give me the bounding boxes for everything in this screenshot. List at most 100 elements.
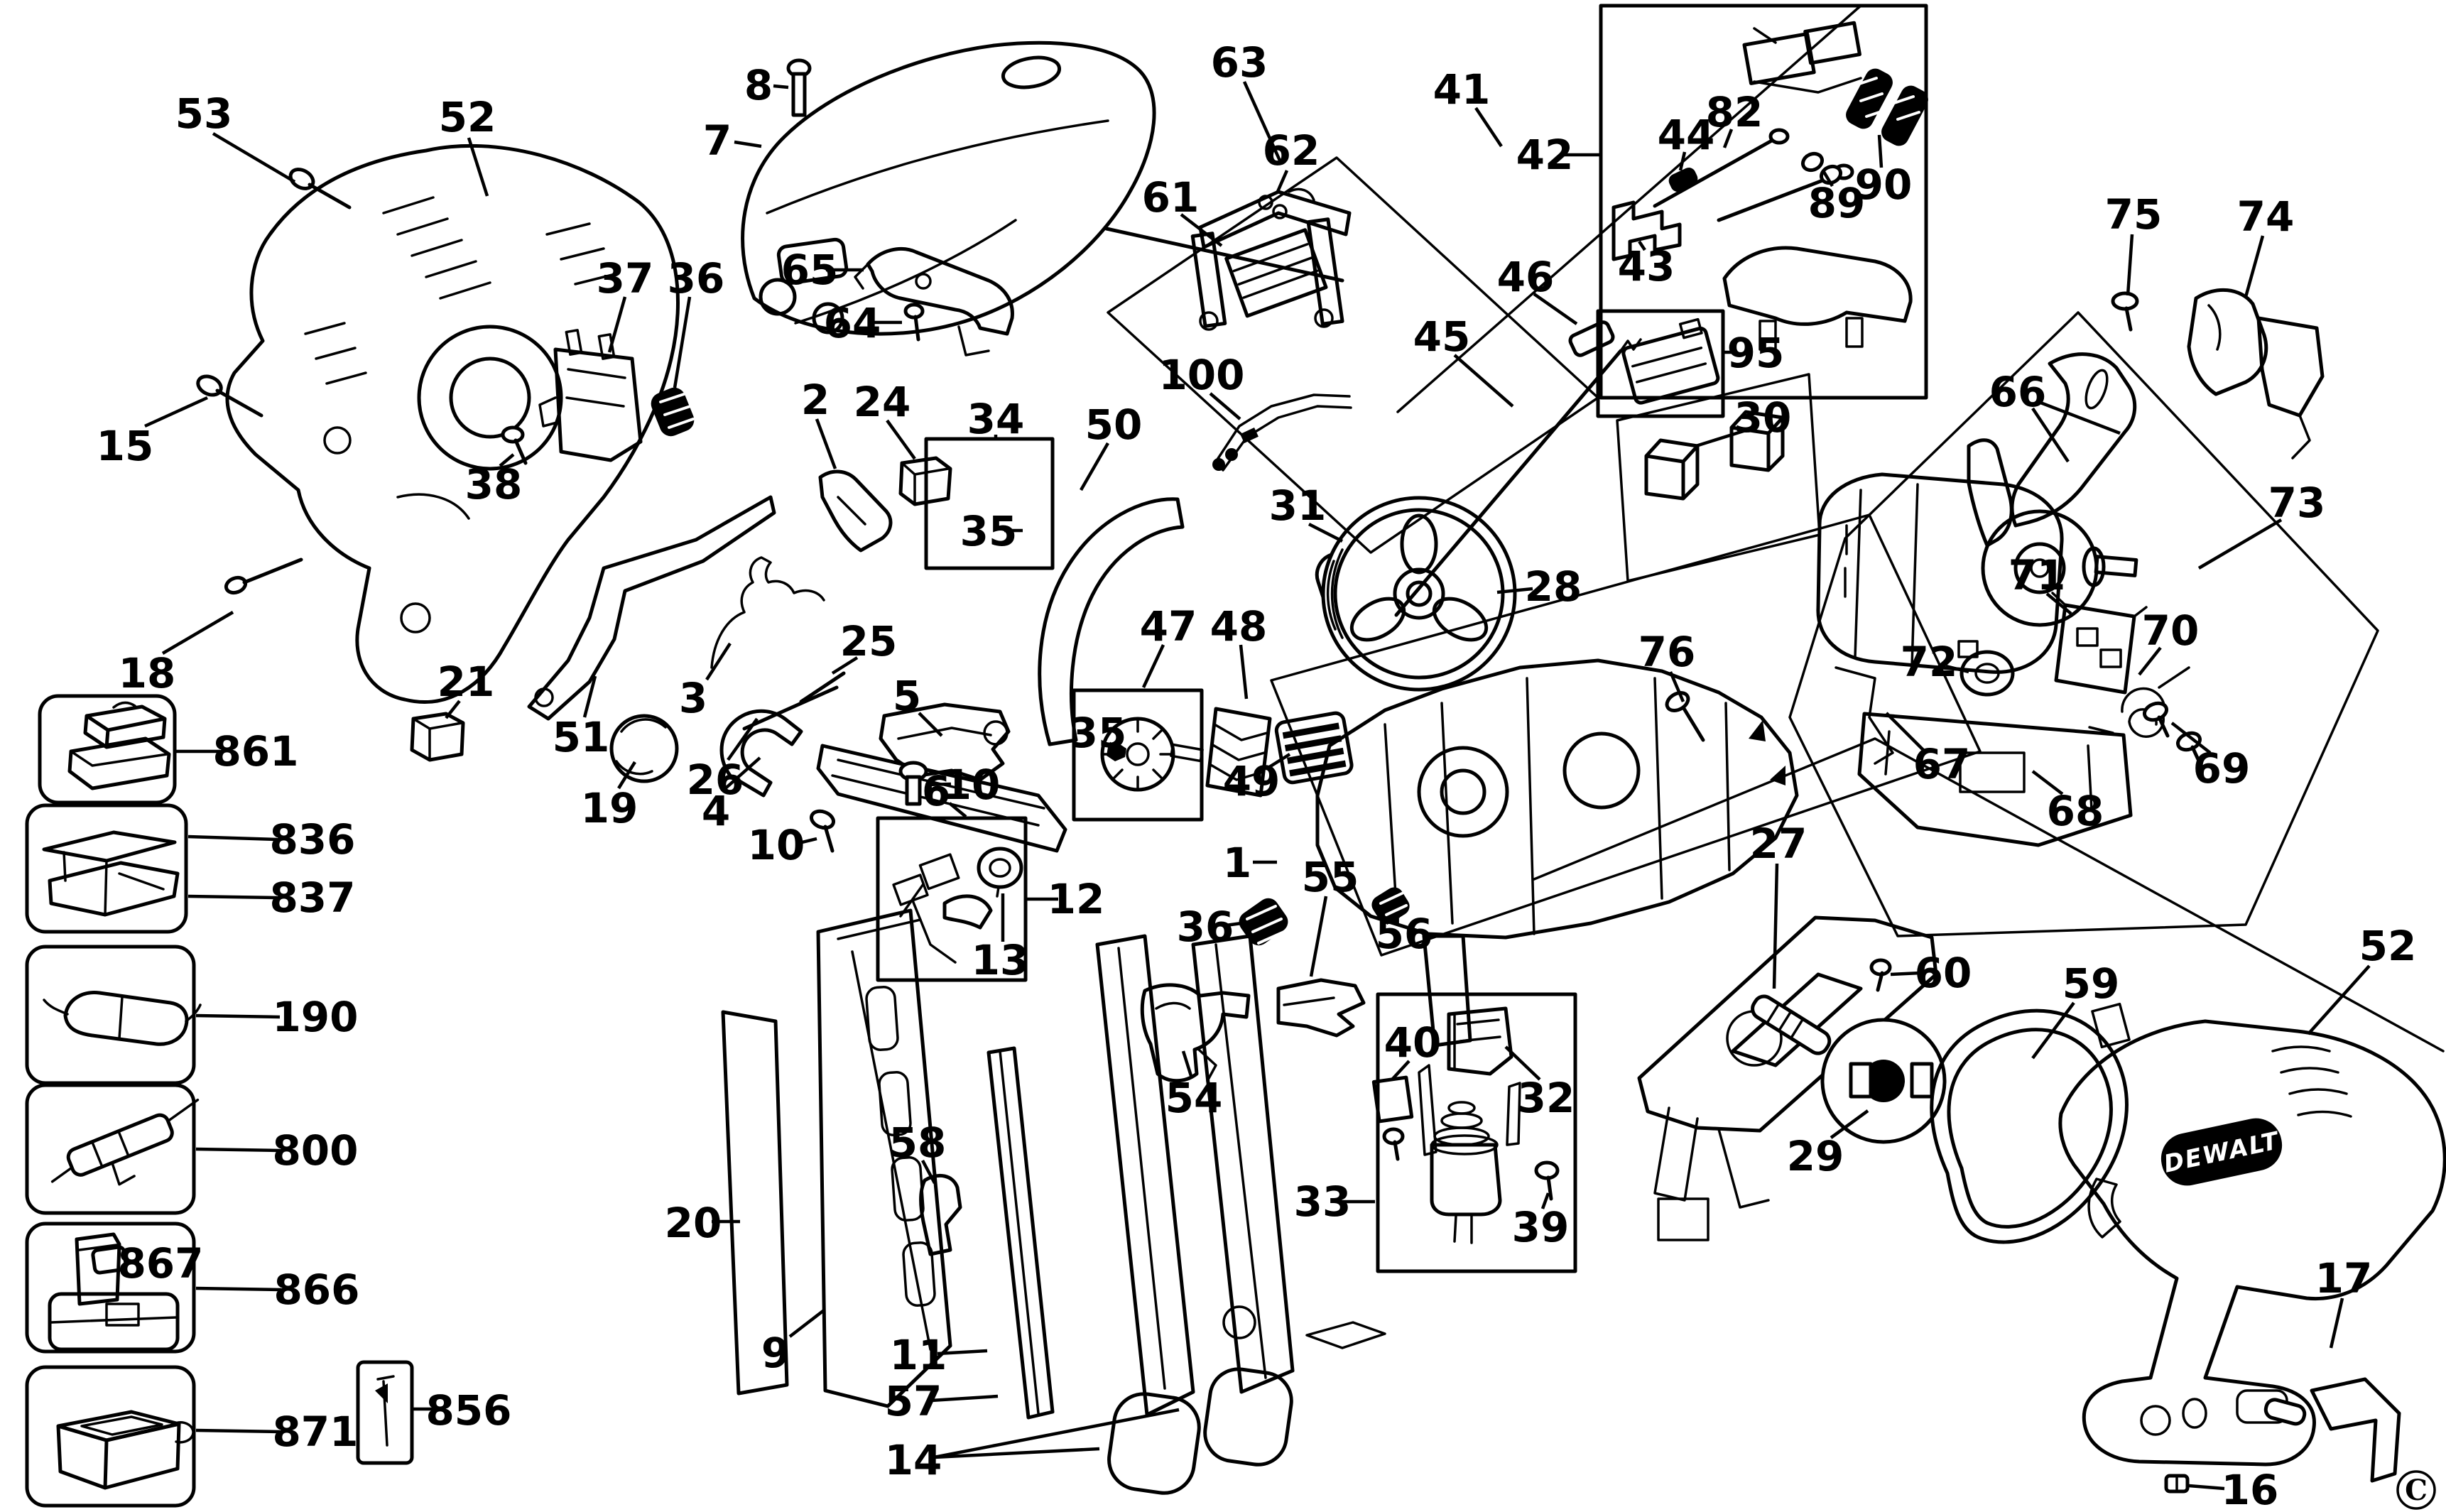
part-label-44: 44 — [1658, 111, 1715, 159]
part-9-magazine-rail — [816, 908, 952, 1408]
outline-region-73 — [1788, 311, 2379, 937]
part-label-36: 36 — [668, 254, 725, 303]
leader-line-70 — [2138, 646, 2162, 676]
leader-line-35 — [1108, 741, 1116, 751]
part-label-856: 856 — [425, 1386, 511, 1435]
leader-line-19 — [617, 761, 636, 790]
leader-line-54 — [1181, 1050, 1194, 1079]
region-outlines — [1107, 4, 2445, 1053]
part-20-cover-strip — [721, 1010, 789, 1396]
leader-line-58 — [921, 1159, 936, 1185]
part-label-68: 68 — [2047, 787, 2104, 835]
frame-inset-42 — [1599, 4, 1928, 400]
part-49-boot — [1274, 711, 1354, 785]
part-label-10: 10 — [748, 821, 805, 869]
leader-line-836 — [187, 834, 278, 842]
leader-line-50 — [1080, 442, 1109, 491]
part-label-62: 62 — [1263, 126, 1320, 175]
leader-line-59 — [2031, 1001, 2075, 1060]
part-label-64: 64 — [824, 299, 881, 347]
part-11-rail-strip — [986, 1046, 1055, 1420]
part-label-800: 800 — [272, 1126, 358, 1175]
leader-line-75 — [2126, 234, 2134, 296]
leader-line-866 — [195, 1286, 282, 1292]
part-39-screw — [1534, 1160, 1560, 1201]
part-label-28: 28 — [1525, 562, 1582, 611]
leader-line-66 — [2031, 407, 2070, 463]
part-label-70: 70 — [2142, 607, 2200, 655]
part-label-27: 27 — [1750, 820, 1808, 868]
outline-region-63 — [1107, 156, 1599, 554]
part-label-71: 71 — [2009, 551, 2066, 599]
part-800-grease-tool — [50, 1098, 200, 1186]
leader-line-16 — [2188, 1484, 2225, 1491]
part-68-plate — [1857, 712, 2133, 847]
part-label-40: 40 — [1384, 1018, 1442, 1067]
leader-line-36 — [1225, 921, 1242, 928]
part-label-76: 76 — [1638, 628, 1696, 676]
part-label-95: 95 — [1727, 329, 1785, 377]
leader-line-32 — [1504, 1045, 1541, 1081]
part-label-18: 18 — [119, 649, 176, 697]
part-15-screw — [196, 374, 263, 418]
part-55-bracket — [1276, 978, 1366, 1038]
part-21-block — [410, 712, 465, 762]
part-12-brush-assembly — [892, 853, 993, 964]
part-54-trigger — [1140, 983, 1251, 1083]
part-label-20: 20 — [665, 1199, 722, 1247]
part-46-clip — [1568, 320, 1615, 357]
part-label-45: 45 — [1413, 312, 1471, 361]
part-52-left-housing — [225, 143, 680, 704]
frame-kit-871 — [25, 1365, 196, 1508]
leader-line-5 — [918, 712, 943, 737]
part-label-10: 10 — [943, 761, 1001, 809]
part-label-37: 37 — [597, 254, 654, 303]
part-56-spring — [1371, 887, 1410, 924]
outline-region-30 — [1616, 373, 1821, 582]
leader-line-38 — [499, 453, 515, 467]
part-75-pin — [2111, 291, 2139, 332]
leader-line-2 — [815, 418, 837, 469]
leader-line-62 — [1275, 170, 1289, 194]
part-53-screw — [288, 168, 352, 210]
part-label-33: 33 — [1294, 1177, 1352, 1226]
leader-line-9 — [788, 1309, 825, 1338]
part-36-spring-lower — [1239, 898, 1288, 946]
leader-line-82 — [1722, 129, 1734, 148]
leader-line-15 — [144, 396, 208, 428]
leader-line-867 — [127, 1259, 140, 1265]
part-label-56: 56 — [1376, 910, 1433, 958]
part-25-pin — [799, 671, 846, 704]
part-label-73: 73 — [2268, 479, 2326, 527]
frame-kit-800 — [25, 1083, 196, 1215]
leader-line-28 — [1496, 587, 1533, 594]
part-51-strap — [527, 495, 776, 721]
part-drawings: DEWALT — [42, 21, 2446, 1495]
part-71-brush-card — [2051, 592, 2148, 695]
part-label-63: 63 — [1211, 38, 1268, 87]
part-label-19: 19 — [581, 784, 638, 832]
leader-line-24 — [886, 419, 916, 460]
part-label-13: 13 — [972, 936, 1029, 984]
part-66-arm — [1967, 352, 2137, 548]
leader-line-39 — [1540, 1192, 1550, 1209]
part-label-43: 43 — [1618, 242, 1675, 290]
part-5-latch — [879, 702, 1011, 782]
leader-line-871 — [195, 1428, 281, 1434]
copyright-letter: C — [2405, 1474, 2428, 1507]
leader-line-72 — [1945, 664, 1969, 674]
part-label-15: 15 — [97, 422, 154, 470]
part-label-31: 31 — [1269, 482, 1327, 530]
part-label-52: 52 — [439, 93, 496, 141]
part-label-2: 2 — [801, 376, 830, 424]
part-33-solenoid — [1418, 1064, 1521, 1244]
part-label-871: 871 — [272, 1408, 358, 1456]
part-label-5: 5 — [893, 672, 921, 720]
leader-line-27 — [1772, 863, 1779, 989]
leader-line-10 — [925, 782, 952, 787]
leader-line-67 — [1885, 712, 1925, 751]
leader-line-14 — [933, 1408, 1180, 1459]
part-95-switch — [1621, 317, 1720, 405]
leader-line-48 — [1239, 644, 1249, 700]
